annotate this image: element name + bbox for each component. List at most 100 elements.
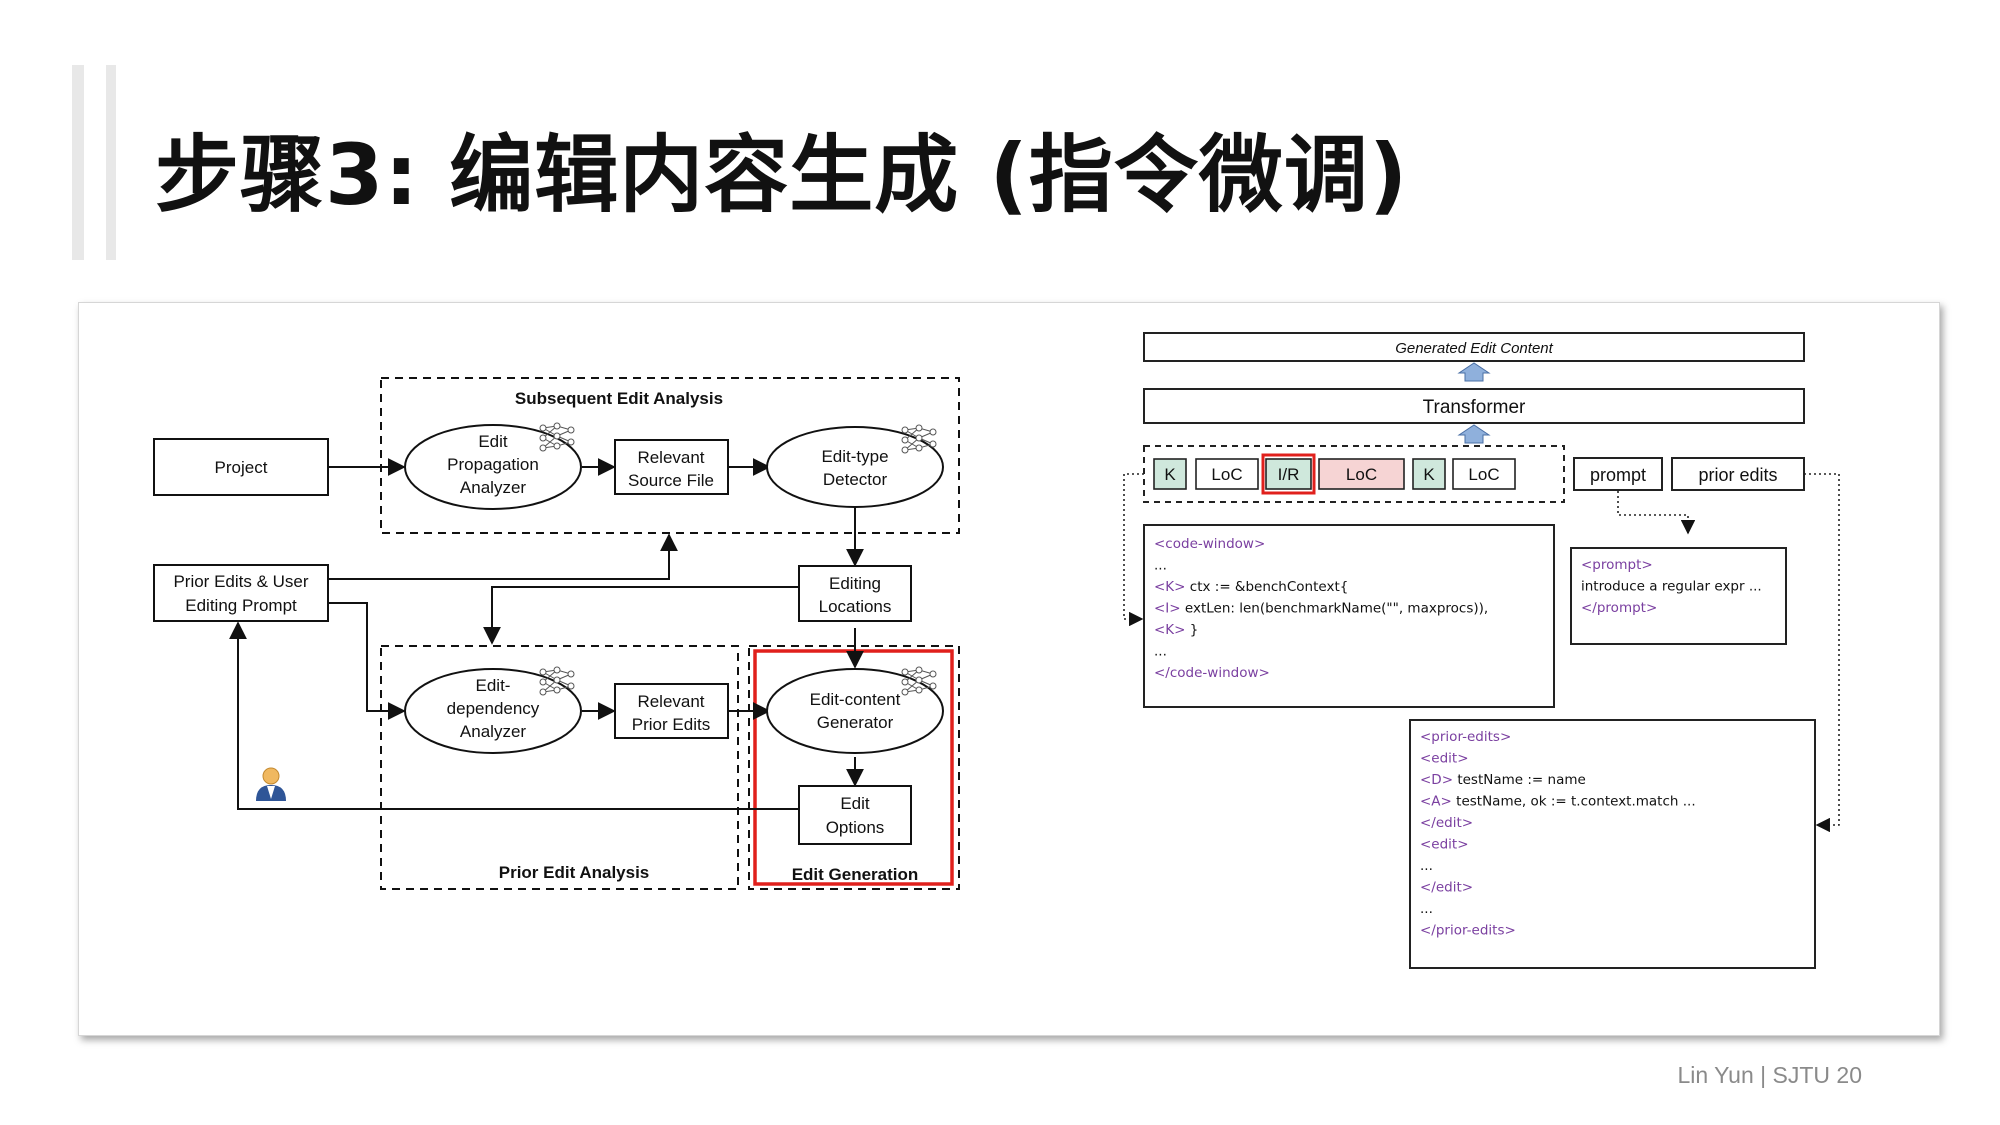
code-line: </edit>: [1420, 880, 1473, 896]
token-loc: LoC: [1195, 458, 1259, 490]
neural-network-icon: [539, 422, 575, 452]
content-generator-label-2: Generator: [817, 713, 894, 732]
relevant-source-file-node: Relevant Source File: [614, 439, 729, 495]
code-line: ...: [1420, 858, 1433, 874]
content-generator-label-1: Edit-content: [810, 690, 901, 709]
code-line: ...: [1420, 901, 1433, 917]
code-line: ...: [1154, 558, 1167, 574]
code-line: introduce a regular expr ...: [1581, 579, 1762, 595]
token-k: K: [1412, 458, 1446, 490]
decorative-bar: [72, 65, 84, 260]
propagation-analyzer-label-2: Propagation: [447, 455, 539, 474]
dependency-analyzer-label-1: Edit-: [476, 676, 511, 695]
project-node-label: Project: [215, 458, 268, 477]
code-line: <K> ctx := &benchContext{: [1154, 579, 1348, 595]
footer-credit: Lin Yun | SJTU 20: [1677, 1062, 1862, 1088]
code-line: <K> }: [1154, 622, 1198, 638]
code-line: </edit>: [1420, 815, 1473, 831]
relevant-source-label-1: Relevant: [637, 448, 704, 467]
code-line: ...: [1154, 644, 1167, 660]
subsequent-edit-analysis-group: [380, 377, 960, 534]
edit-options-label-1: Edit: [840, 794, 870, 813]
token-label: K: [1423, 465, 1435, 484]
prior-edits-prompt-label-2: Editing Prompt: [185, 596, 297, 615]
code-line: <prior-edits>: [1420, 729, 1511, 745]
code-line: </code-window>: [1154, 665, 1270, 681]
token-label: I/R: [1278, 465, 1300, 484]
token-label: LoC: [1346, 465, 1377, 484]
edit-dependency-analyzer-node: Edit- dependency Analyzer: [404, 668, 582, 754]
arrow-locations-to-dependency: [483, 586, 798, 645]
system-diagram: Subsequent Edit Analysis Prior Edit Anal…: [153, 332, 1840, 969]
propagation-analyzer-label-3: Analyzer: [460, 478, 526, 497]
up-arrow-icon: [1457, 362, 1491, 382]
edit-generation-label: Edit Generation: [792, 865, 919, 884]
decorative-bar: [106, 65, 116, 260]
user-avatar-icon: [256, 767, 286, 801]
prior-edits-token: prior edits: [1671, 457, 1805, 491]
prior-edits-prompt-label-1: Prior Edits & User: [173, 572, 308, 591]
code-line: <D> testName := name: [1420, 772, 1586, 788]
code-line: <edit>: [1420, 751, 1469, 767]
dotted-arrow-code-window: [1123, 473, 1144, 627]
type-detector-label-2: Detector: [823, 470, 888, 489]
transformer-label: Transformer: [1423, 397, 1526, 418]
prompt-token: prompt: [1573, 457, 1663, 491]
editing-locations-label-2: Locations: [819, 597, 892, 616]
edit-content-generator-node: Edit-content Generator: [766, 668, 944, 754]
project-node: Project: [153, 438, 329, 496]
prompt-lines: <prompt> introduce a regular expr ... </pr…: [1581, 557, 1762, 616]
token-k: K: [1153, 458, 1187, 490]
prior-edits-prompt-node: Prior Edits & User Editing Prompt: [153, 564, 329, 622]
prior-edits-box: [1409, 719, 1816, 969]
arrow-prompt-to-dependency: [328, 602, 406, 720]
token-label: LoC: [1211, 465, 1242, 484]
relevant-source-label-2: Source File: [628, 471, 714, 490]
token-loc: LoC: [1318, 458, 1405, 490]
relevant-prior-label-2: Prior Edits: [632, 715, 710, 734]
prompt-box: [1570, 547, 1787, 645]
code-window-lines: <code-window>... <K> ctx := &benchContext…: [1154, 536, 1488, 681]
slide-title: 步骤3: 编辑内容生成 (指令微调): [155, 126, 1409, 224]
neural-network-icon: [901, 666, 937, 696]
type-detector-label-1: Edit-type: [821, 447, 888, 466]
prior-edit-analysis-label: Prior Edit Analysis: [499, 863, 650, 882]
prior-edits-token-label: prior edits: [1698, 465, 1777, 485]
transformer-box: Transformer: [1143, 388, 1805, 424]
generated-edit-content-label: Generated Edit Content: [1395, 340, 1553, 357]
token-label: K: [1164, 465, 1176, 484]
neural-network-icon: [901, 424, 937, 454]
prior-edits-lines: <prior-edits> <edit> <D> testName := name <…: [1420, 729, 1696, 939]
prompt-token-label: prompt: [1590, 465, 1646, 485]
dependency-analyzer-label-3: Analyzer: [460, 722, 526, 741]
code-line: <edit>: [1420, 837, 1469, 853]
code-line: <I> extLen: len(benchmarkName("", maxpro…: [1154, 601, 1488, 617]
token-label: LoC: [1468, 465, 1499, 484]
arrow-prompt-to-subsequent: [328, 533, 678, 580]
token-i-r: I/R: [1261, 453, 1316, 495]
edit-options-label-2: Options: [826, 818, 885, 837]
code-line: </prompt>: [1581, 600, 1657, 616]
edit-type-detector-node: Edit-type Detector: [766, 426, 944, 508]
code-line: <prompt>: [1581, 557, 1653, 573]
dotted-arrow-prompt: [1617, 491, 1696, 535]
arrow-options-to-user: [229, 621, 798, 810]
editing-locations-label-1: Editing: [829, 574, 881, 593]
code-line: </prior-edits>: [1420, 923, 1516, 939]
ir-token-highlight: [1261, 453, 1316, 495]
up-arrow-icon: [1457, 424, 1491, 444]
input-token-row: K LoC I/R LoC K LoC: [1153, 453, 1516, 495]
code-line: <A> testName, ok := t.context.match ...: [1420, 794, 1696, 810]
neural-network-icon: [539, 666, 575, 696]
prior-edit-analysis-group: [380, 645, 739, 890]
dotted-arrow-prior-edits: [1804, 473, 1840, 833]
edit-propagation-analyzer-node: Edit Propagation Analyzer: [404, 424, 582, 510]
editing-locations-node: Editing Locations: [798, 565, 912, 622]
code-window-box: [1143, 524, 1555, 708]
relevant-prior-edits-node: Relevant Prior Edits: [614, 683, 729, 739]
propagation-analyzer-label-1: Edit: [478, 432, 508, 451]
code-line: <code-window>: [1154, 536, 1265, 552]
token-loc: LoC: [1452, 458, 1516, 490]
generated-edit-content-box: Generated Edit Content: [1143, 332, 1805, 362]
relevant-prior-label-1: Relevant: [637, 692, 704, 711]
